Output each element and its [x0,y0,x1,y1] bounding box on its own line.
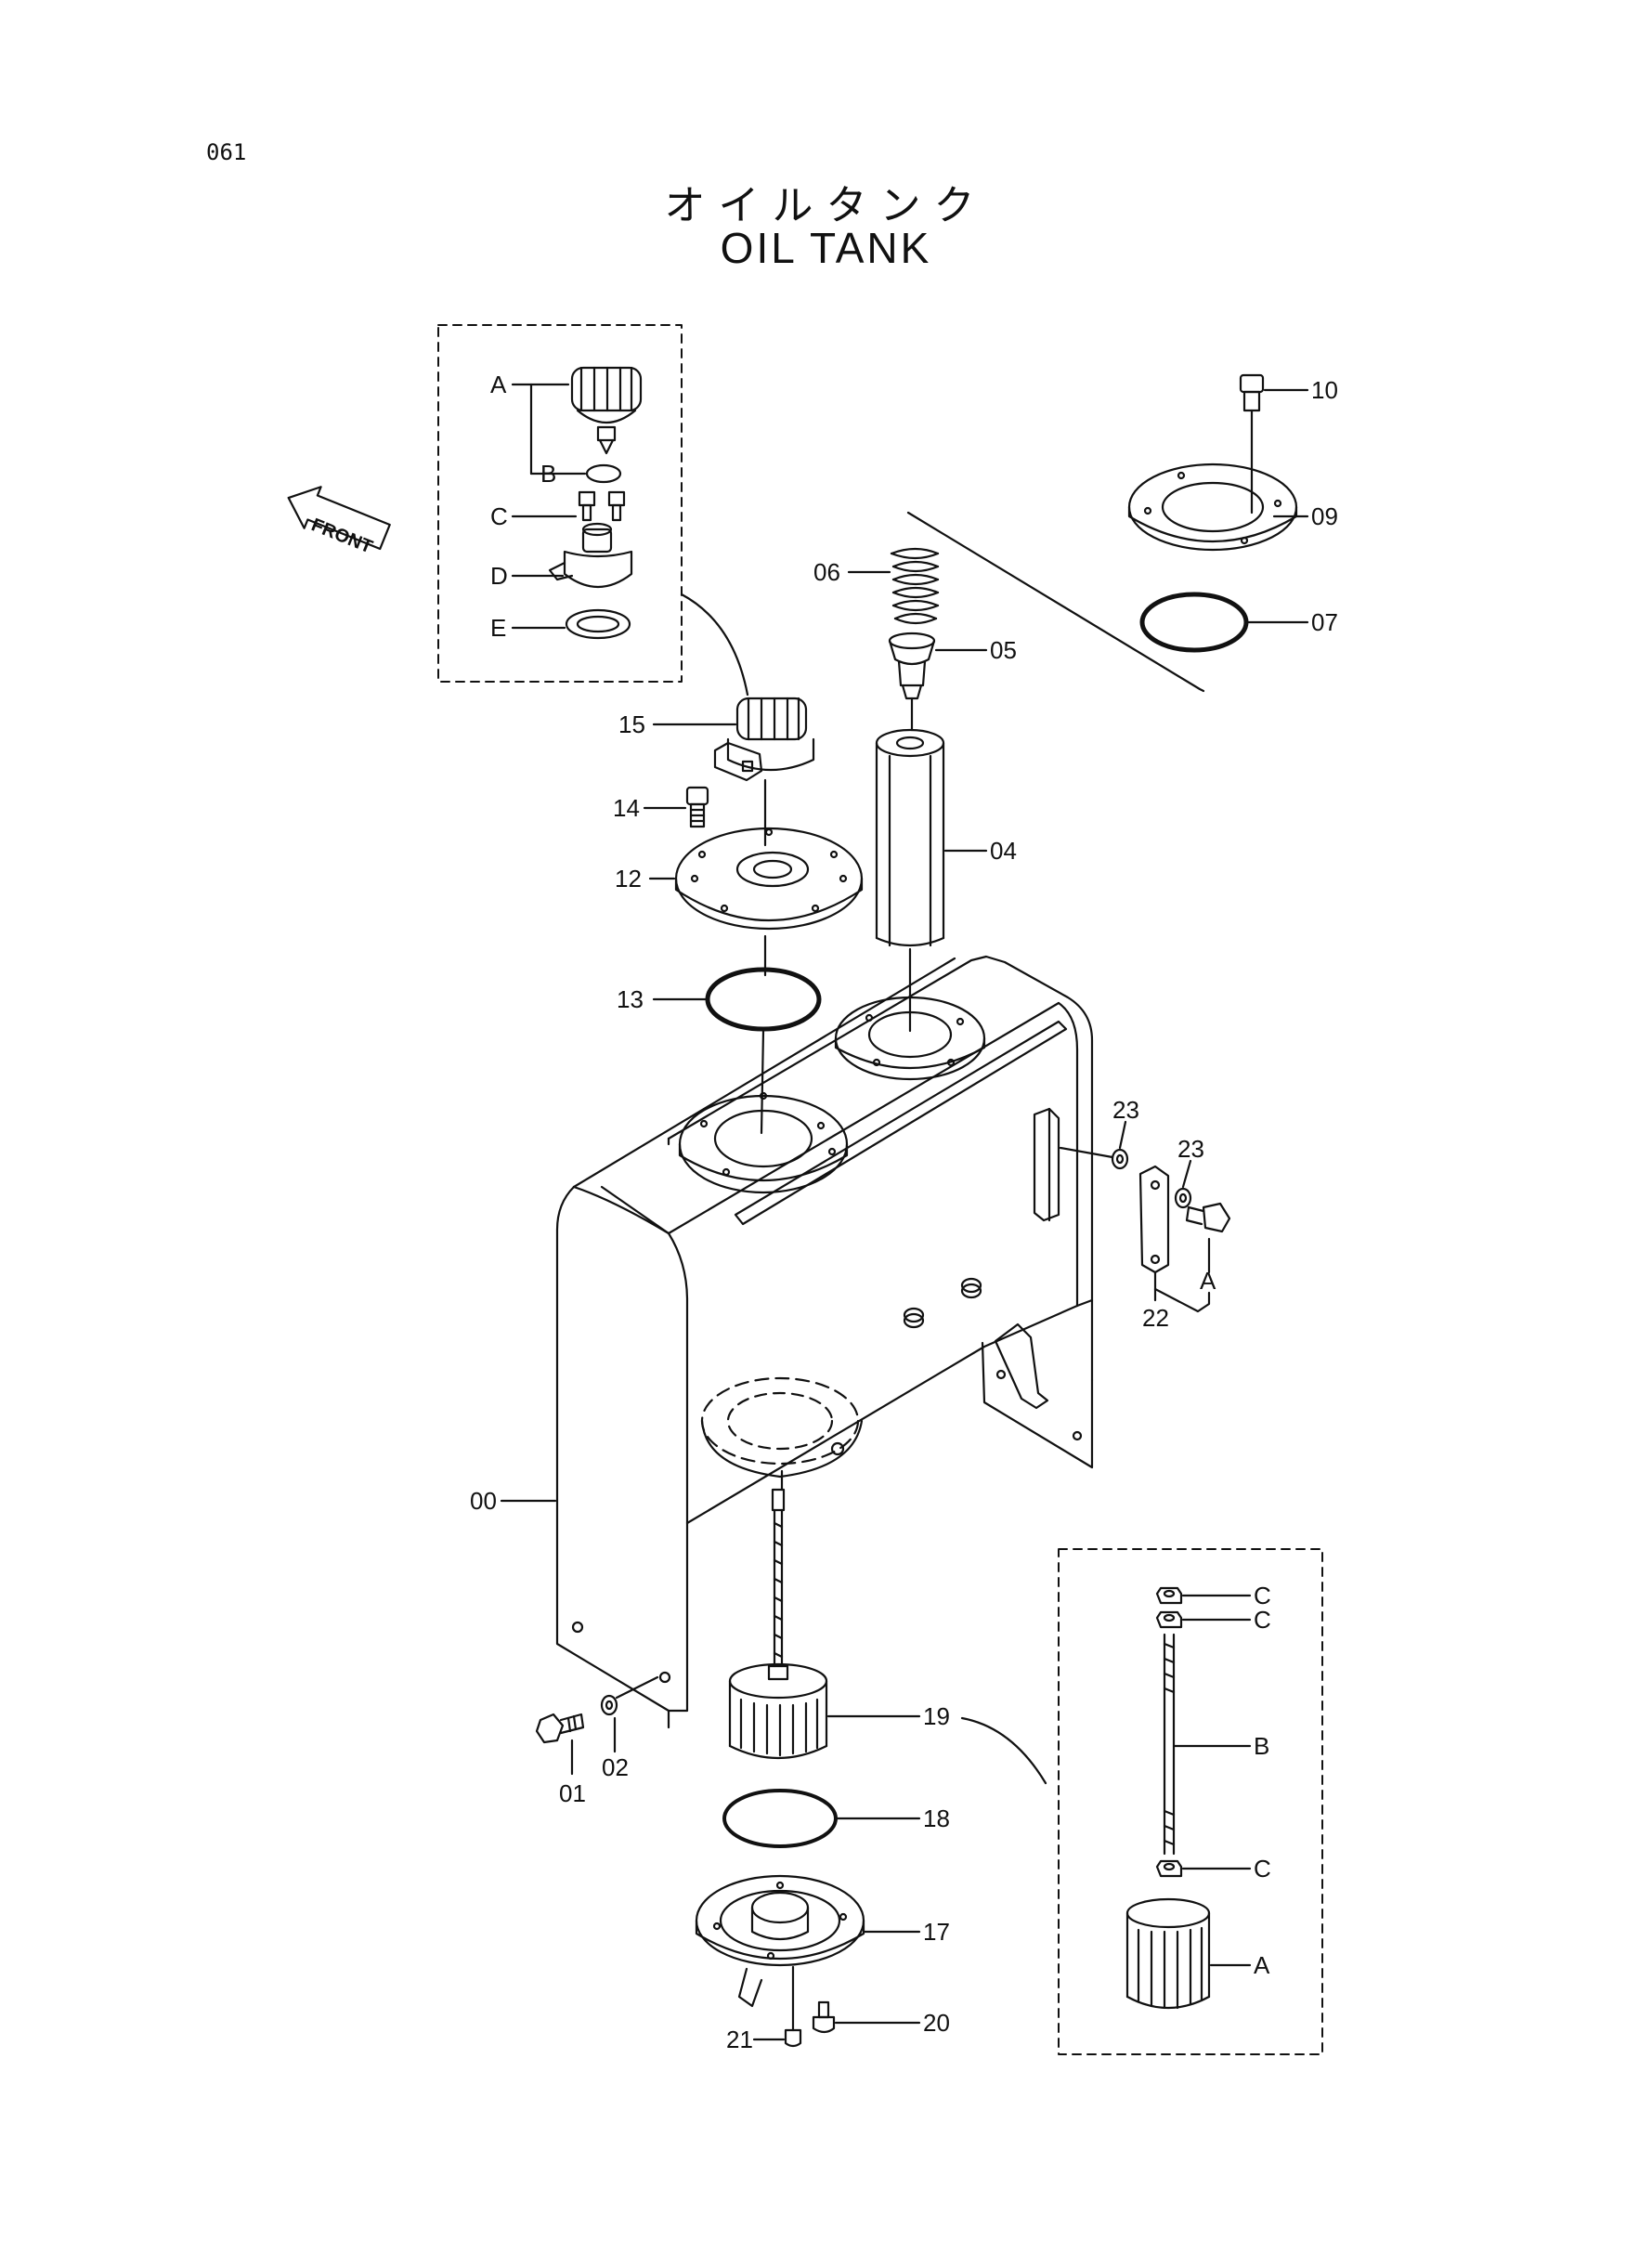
breather-oring-part-b [585,463,622,484]
screw-part-20 [812,2000,836,2034]
filter-element-part-04 [875,728,945,947]
oring-part-07 [1139,592,1249,653]
detail-filter-label-c2: C [1254,1606,1271,1634]
washer-part-02 [600,1694,618,1716]
nut-part-c-top [1155,1586,1183,1605]
breather-assembly-part-15 [713,697,815,782]
callout-13: 13 [617,985,644,1013]
page-number: 061 [206,139,247,165]
detail-box-breather [437,324,683,683]
bolt-part-01 [535,1713,585,1744]
bolt-part-a [1185,1202,1231,1233]
detail-filter-label-c3: C [1254,1855,1271,1883]
front-label: FRONT [308,515,375,557]
callout-00: 00 [470,1487,497,1515]
oring-part-13 [705,967,822,1032]
callout-09: 09 [1311,502,1338,530]
callout-05: 05 [990,636,1017,664]
nut-part-c-bottom [1155,1859,1183,1878]
flange-cover-part-12 [674,827,864,931]
breather-gasket-part-e [565,608,631,640]
plate-part-22 [1138,1165,1170,1274]
detail-filter-label-a: A [1254,1951,1270,1979]
front-direction-arrow [287,486,391,551]
callout-01: 01 [559,1779,586,1807]
bolt-part-14 [685,786,709,828]
washer-part-23b [1174,1187,1192,1209]
breather-body-part-d [548,522,633,589]
valve-part-05 [888,632,936,700]
nut-part-c-second [1155,1610,1183,1629]
washer-part-23a [1111,1148,1129,1170]
callout-19: 19 [923,1702,950,1730]
title-english: OIL TANK [720,224,932,272]
callout-12: 12 [615,865,642,892]
detail-cap-label-d: D [490,562,508,590]
callout-18: 18 [923,1804,950,1832]
callout-a-bolt: A [1200,1267,1216,1295]
detail-filter-label-b: B [1254,1732,1269,1760]
callout-07: 07 [1311,608,1338,636]
callout-17: 17 [923,1918,950,1946]
callout-15: 15 [618,710,645,738]
cover-part-17 [695,1874,865,2008]
detail-cap-label-e: E [490,614,506,642]
bolt-part-10 [1239,373,1265,412]
detail-box-strainer [1058,1548,1323,2055]
title-japanese: オイルタンク [664,182,988,229]
detail-cap-label-c: C [490,502,508,530]
callout-04: 04 [990,837,1017,865]
plug-part-21 [784,2028,802,2048]
strainer-part-19 [728,1488,828,1759]
strainer-part-a [1125,1897,1211,2010]
rod-part-b [1163,1633,1176,1856]
callout-23-left: 23 [1112,1096,1139,1124]
callout-21: 21 [726,2026,753,2053]
spring-part-06 [890,547,940,625]
callout-06: 06 [813,558,840,586]
callout-14: 14 [613,794,640,822]
callout-22: 22 [1142,1304,1169,1332]
callout-02: 02 [602,1753,629,1781]
oring-part-18 [722,1789,838,1848]
breather-screws-part-c [578,490,626,522]
detail-filter-label-c1: C [1254,1582,1271,1609]
cover-plate-part-09 [1127,463,1298,552]
detail-cap-label-a: A [490,371,507,398]
callout-10: 10 [1311,376,1338,404]
oil-tank-body-part-00 [555,955,1094,1729]
callout-23-right: 23 [1177,1135,1204,1163]
breather-cap-part-a [570,366,643,455]
detail-cap-label-b: B [540,460,556,488]
callout-20: 20 [923,2009,950,2037]
